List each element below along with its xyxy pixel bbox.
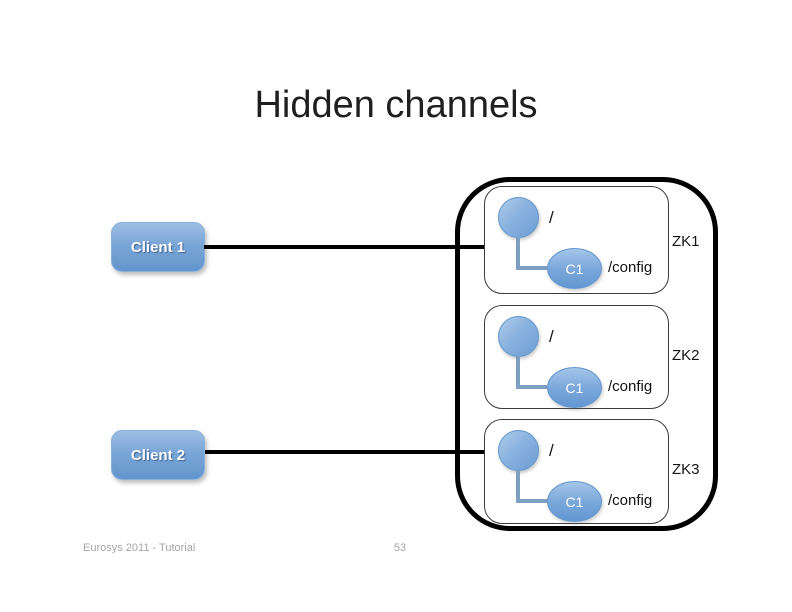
zk1-tree-connector bbox=[516, 237, 547, 270]
zk2-panel: / C1 /config bbox=[484, 305, 669, 409]
page-number: 53 bbox=[393, 542, 407, 554]
zk3-child-node-label: C1 bbox=[565, 493, 584, 510]
client-2-connection-line bbox=[205, 450, 486, 454]
zk3-root-path-label: / bbox=[549, 441, 554, 460]
zk2-tree-connector bbox=[516, 356, 547, 389]
zk2-root-node-icon bbox=[498, 316, 539, 357]
zk2-name-label: ZK2 bbox=[672, 347, 700, 364]
zookeeper-ensemble-border bbox=[455, 177, 718, 531]
zk3-tree-connector bbox=[516, 470, 547, 503]
zk2-child-node-icon: C1 bbox=[547, 367, 602, 408]
zk2-child-node-label: C1 bbox=[565, 379, 584, 396]
slide-title: Hidden channels bbox=[254, 84, 538, 126]
zk2-root-path-label: / bbox=[549, 327, 554, 346]
zk1-root-node-icon bbox=[498, 197, 539, 238]
client-1-box: Client 1 bbox=[111, 222, 205, 272]
zk3-child-node-icon: C1 bbox=[547, 481, 602, 522]
zk1-child-path-label: /config bbox=[608, 259, 653, 276]
zk1-child-node-icon: C1 bbox=[547, 248, 602, 289]
zk3-root-node-icon bbox=[498, 430, 539, 471]
zk1-child-node-label: C1 bbox=[565, 260, 584, 277]
zk1-root-path-label: / bbox=[549, 208, 554, 227]
zk2-child-path-label: /config bbox=[608, 378, 653, 395]
client-1-connection-line bbox=[204, 245, 486, 249]
zk3-panel: / C1 /config bbox=[484, 419, 669, 524]
client-2-box: Client 2 bbox=[111, 430, 205, 480]
footer-text: Eurosys 2011 - Tutorial bbox=[83, 542, 196, 554]
zk1-panel: / C1 /config bbox=[484, 186, 669, 294]
client-2-label: Client 2 bbox=[130, 446, 186, 464]
zk3-child-path-label: /config bbox=[608, 492, 653, 509]
client-1-label: Client 1 bbox=[130, 238, 186, 256]
zk1-name-label: ZK1 bbox=[672, 233, 700, 250]
zk3-name-label: ZK3 bbox=[672, 461, 700, 478]
